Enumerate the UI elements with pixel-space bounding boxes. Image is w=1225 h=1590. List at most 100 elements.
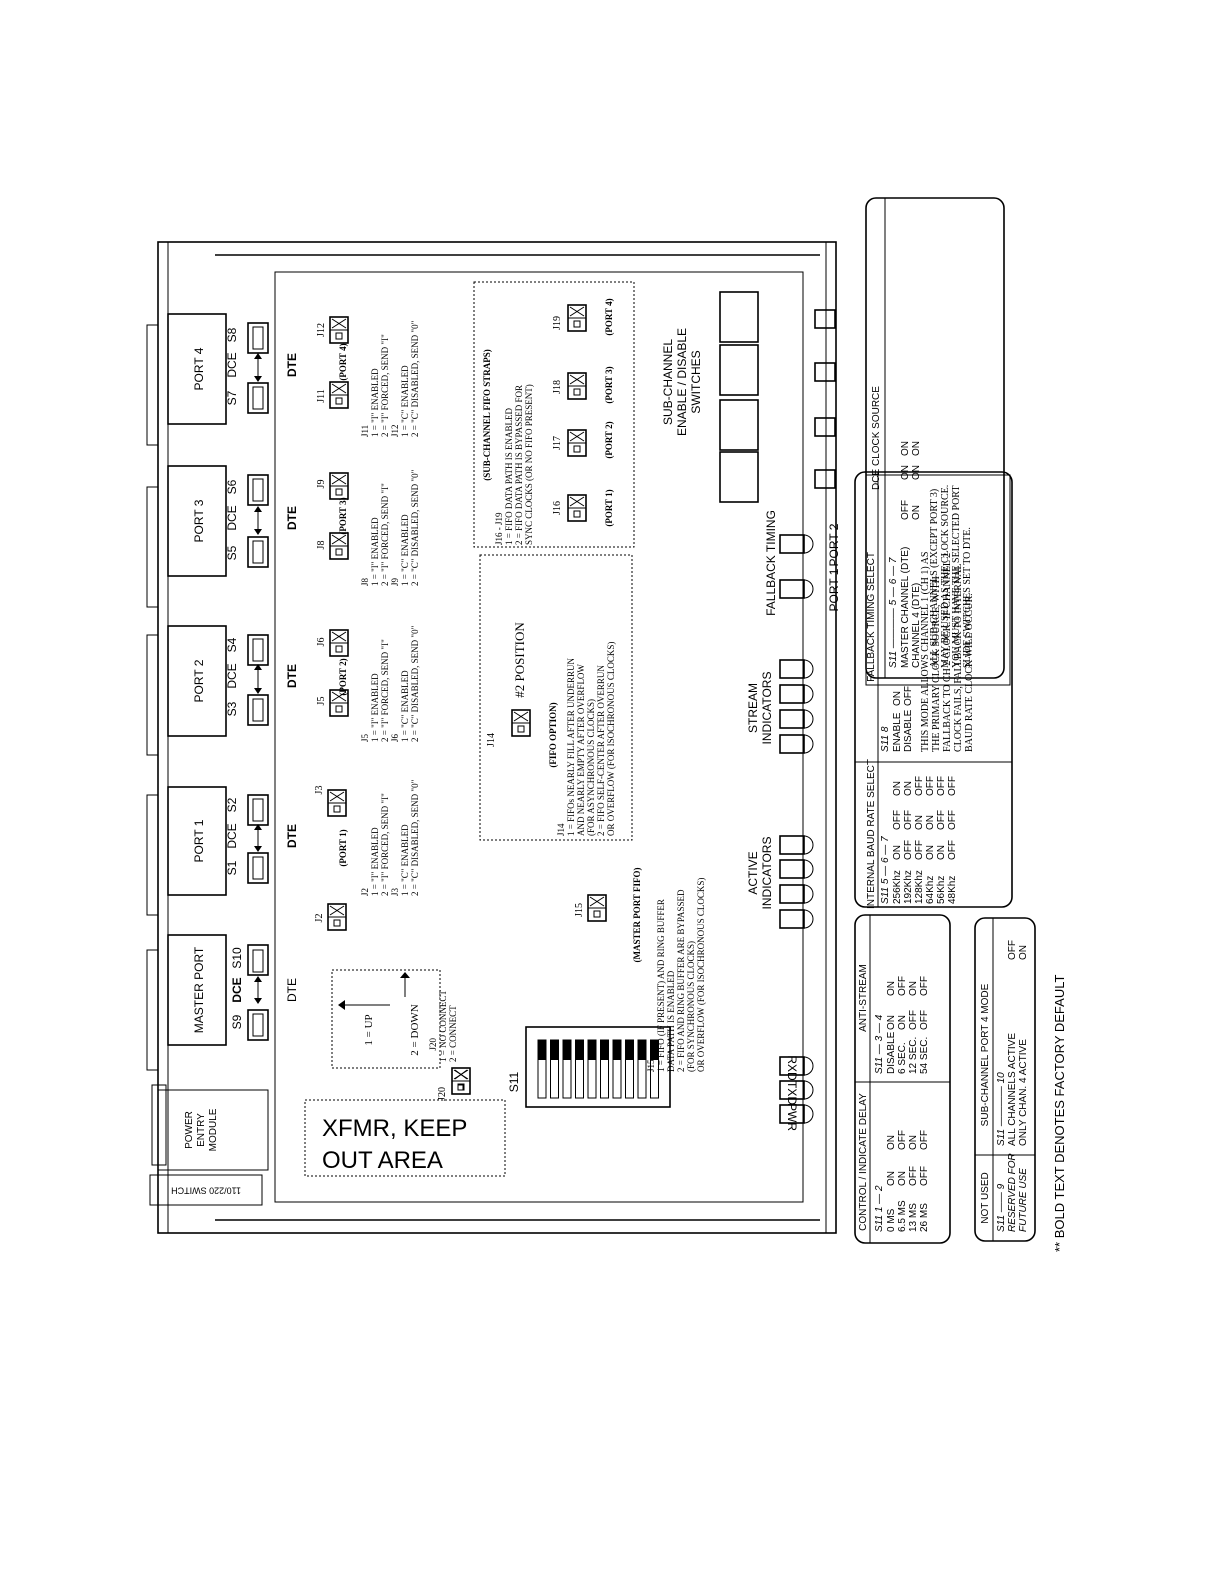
j8j9-text-5: 2 = "C" DISABLED, SEND "0" <box>410 469 420 586</box>
notused-row-0: RESERVED FOR <box>1007 1153 1018 1232</box>
subchannel-label-1: SUB-CHANNEL <box>661 339 675 425</box>
dce-note-2: YOU MUST HAVE THE SELECTED PORT <box>951 486 962 668</box>
master-port-label: MASTER PORT <box>192 946 206 1033</box>
subchannel-switch-1[interactable] <box>719 451 759 503</box>
s9-switch[interactable] <box>247 1009 269 1041</box>
s1-switch[interactable] <box>247 852 269 884</box>
notused-title: NOT USED <box>980 1172 991 1224</box>
txd-led <box>779 1080 805 1100</box>
j8j9-text-1: 1 = "I" ENABLED <box>370 517 380 586</box>
voltage-switch-label: 110/220 SWITCH <box>171 1186 241 1196</box>
baud-r0-c1: ON <box>892 845 903 860</box>
j14-text-5: OR OVERFLOW (FOR ISOCHRONOUS CLOCKS) <box>606 642 616 836</box>
port3-switches: S5 S6 DCE DTE <box>225 474 299 568</box>
baud-r4-c2: OFF <box>936 810 947 830</box>
s11-label: S11 <box>507 1071 521 1092</box>
baud-r5-c1: OFF <box>947 840 958 860</box>
pwr-led <box>779 1104 805 1124</box>
dce-r0-c3: ON <box>900 441 911 456</box>
j15-text-1: 1 = FIFO (IF PRESENT) AND RING BUFFER <box>656 899 666 1072</box>
j14-label: J14 <box>486 733 497 747</box>
active-led-4 <box>779 835 805 855</box>
baud-r5-c2: OFF <box>947 810 958 830</box>
power-line-2: ENTRY <box>196 1113 207 1147</box>
baud-title: INTERNAL BAUD RATE SELECT <box>866 759 877 909</box>
s7-switch[interactable] <box>247 382 269 414</box>
baud-r3-c2: ON <box>925 815 936 830</box>
j17-tag: (PORT 2) <box>604 421 614 458</box>
p1-dte: DTE <box>285 824 299 848</box>
dce-r1-c0: CHANNEL 4 (DTE) <box>911 583 922 668</box>
j2j3-text-5: 2 = "C" DISABLED, SEND "0" <box>410 779 420 896</box>
active-led-1 <box>779 909 805 929</box>
subchannel-toggle-2[interactable] <box>814 417 836 437</box>
stream-label-2: INDICATORS <box>760 672 774 745</box>
control-r3-c0: 26 MS <box>919 1203 930 1232</box>
j19-tag: (PORT 4) <box>604 298 614 335</box>
fallback-note-0: THIS MODE ALLOWS CHANNEL 1 (CH 1) AS <box>920 552 931 752</box>
j20-text-1: 1 = NO CONNECT <box>438 990 448 1062</box>
fallback-timing-label: FALLBACK TIMING <box>764 510 778 616</box>
dce-r1-c1: ON <box>911 505 922 520</box>
voltage-switch[interactable] <box>149 1174 263 1206</box>
port1-tag: (PORT 1) <box>338 829 348 866</box>
subchannel-toggle-3[interactable] <box>814 362 836 382</box>
fallback-note-3: CLOCK FAILS, FALLBACK TO INTERNAL <box>953 564 964 752</box>
baud-r3-c0: 64Khz <box>925 876 936 904</box>
control-header: S11 1 — 2 <box>874 1185 885 1232</box>
control-antistream-table <box>854 914 951 1244</box>
baud-r3-c3: OFF <box>925 776 936 796</box>
p1-dce: DCE <box>225 823 239 848</box>
baud-r5-c3: OFF <box>947 776 958 796</box>
notused-port4-table <box>974 917 1036 1242</box>
port3-tag: (PORT 3) <box>338 497 348 534</box>
j14-text-0: J14 <box>556 823 566 836</box>
s7-label: S7 <box>225 390 239 405</box>
j5j6-text-0: J5 <box>360 733 370 742</box>
j8j9-text-0: J8 <box>360 577 370 586</box>
xfmr-line-2: OUT AREA <box>322 1147 443 1174</box>
subchannel-switch-3[interactable] <box>719 344 759 396</box>
j9-label: J9 <box>316 480 327 489</box>
j8j9-text-2: 2 = "I" FORCED, SEND "I" <box>380 483 390 586</box>
baud-r4-c3: OFF <box>936 776 947 796</box>
s6-switch[interactable] <box>247 474 269 506</box>
j2j3-text-0: J2 <box>360 888 370 896</box>
port2-tag: (PORT 2) <box>338 658 348 695</box>
port4-tag: (PORT 4) <box>338 343 348 380</box>
subchannel-switch-4[interactable] <box>719 291 759 343</box>
fifo-option-tag: (FIFO OPTION) <box>548 702 558 767</box>
port-2: PORT 2 <box>167 625 227 737</box>
j5j6-text-3: J6 <box>390 733 400 742</box>
port4-switches: S7 S8 DCE DTE <box>225 322 299 414</box>
baud-r0-c3: ON <box>892 781 903 796</box>
j20-jumper: J20 J20 1 = NO CONNECT 2 = CONNECT <box>428 990 471 1101</box>
port4-r1-c1: ON <box>1018 945 1029 960</box>
s11-body[interactable] <box>525 1026 671 1108</box>
subchannel-toggle-4[interactable] <box>814 309 836 329</box>
master-switches: S9 S10 DCE DTE <box>230 944 299 1041</box>
stream-label-1: STREAM <box>746 683 760 733</box>
s10-switch[interactable] <box>247 944 269 976</box>
anti-r2-c1: OFF <box>908 1010 919 1030</box>
s11-dip-switch: S11 <box>507 1026 671 1108</box>
s5-switch[interactable] <box>247 536 269 568</box>
anti-r2-c2: ON <box>908 981 919 996</box>
s3-switch[interactable] <box>247 694 269 726</box>
control-title: CONTROL / INDICATE DELAY <box>858 1093 869 1231</box>
j16j19-text-3: SYNC CLOCKS (OR NO FIFO PRESENT) <box>524 384 534 545</box>
baud-fallback-table <box>854 471 1013 908</box>
port4-r0-c0: ALL CHANNELS ACTIVE <box>1007 1033 1018 1146</box>
stream-led-3 <box>779 684 805 704</box>
subchannel-toggle-1[interactable] <box>814 469 836 489</box>
s3-label: S3 <box>225 701 239 716</box>
j8j9-text-4: 1 = "C" ENABLED <box>400 514 410 586</box>
port-1: PORT 1 <box>167 786 227 896</box>
subchannel-label-2: ENABLE / DISABLE <box>675 328 689 436</box>
subchannel-switch-2[interactable] <box>719 399 759 451</box>
